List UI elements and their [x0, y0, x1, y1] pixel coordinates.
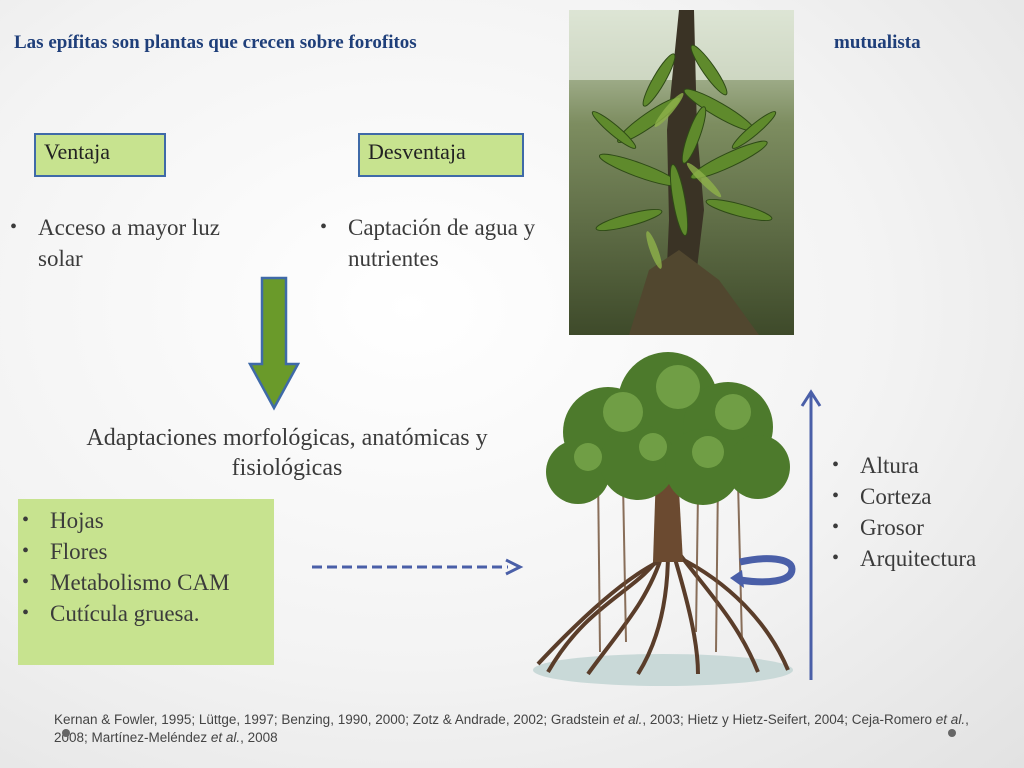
citation-text: , 2008; Martínez-Meléndez: [54, 712, 969, 745]
host-trait-item: Corteza: [828, 481, 1024, 512]
host-trait-item: Altura: [828, 450, 1024, 481]
adaptations-list: Hojas Flores Metabolismo CAM Cutícula gr…: [18, 505, 274, 629]
disadvantage-bullet-text: Captación de agua y nutrientes: [316, 212, 566, 274]
slide-title: Las epífitas son plantas que crecen sobr…: [14, 32, 417, 53]
slide-title-right: mutualista: [834, 32, 921, 53]
host-trait-item: Arquitectura: [828, 543, 1024, 574]
adaptation-item: Cutícula gruesa.: [18, 598, 274, 629]
dashed-right-arrow-icon: [312, 558, 524, 576]
adaptation-item: Hojas: [18, 505, 274, 536]
mangrove-illustration: [528, 352, 798, 692]
disadvantage-label: Desventaja: [358, 133, 524, 177]
citation-etal: et al.: [613, 712, 643, 727]
advantage-bullet: Acceso a mayor luz solar: [6, 212, 246, 274]
curved-left-arrow-icon: [730, 555, 796, 588]
up-arrow-icon: [800, 389, 822, 680]
down-arrow-icon: [248, 276, 300, 411]
citation-text: Kernan & Fowler, 1995; Lüttge, 1997; Ben…: [54, 712, 614, 727]
citation-text: , 2008: [240, 730, 278, 745]
adaptation-item: Flores: [18, 536, 274, 567]
citation-etal: et al.: [210, 730, 241, 745]
advantage-bullet-text: Acceso a mayor luz solar: [6, 212, 246, 274]
adaptation-item: Metabolismo CAM: [18, 567, 274, 598]
adaptations-heading: Adaptaciones morfológicas, anatómicas y …: [86, 425, 488, 481]
citation-etal: et al.: [935, 712, 966, 727]
citation-text: , 2003; Hietz y Hietz-Seifert, 2004; Cej…: [642, 712, 936, 727]
citation: Kernan & Fowler, 1995; Lüttge, 1997; Ben…: [54, 711, 1004, 747]
disadvantage-bullet: Captación de agua y nutrientes: [316, 212, 566, 274]
epiphyte-photo: [569, 10, 794, 335]
adaptations-box: Hojas Flores Metabolismo CAM Cutícula gr…: [18, 499, 274, 665]
host-trait-item: Grosor: [828, 512, 1024, 543]
advantage-label: Ventaja: [34, 133, 166, 177]
decorative-dot-right: [948, 729, 956, 737]
decorative-dot-left: [62, 729, 70, 737]
host-traits: Altura Corteza Grosor Arquitectura: [828, 450, 1024, 574]
